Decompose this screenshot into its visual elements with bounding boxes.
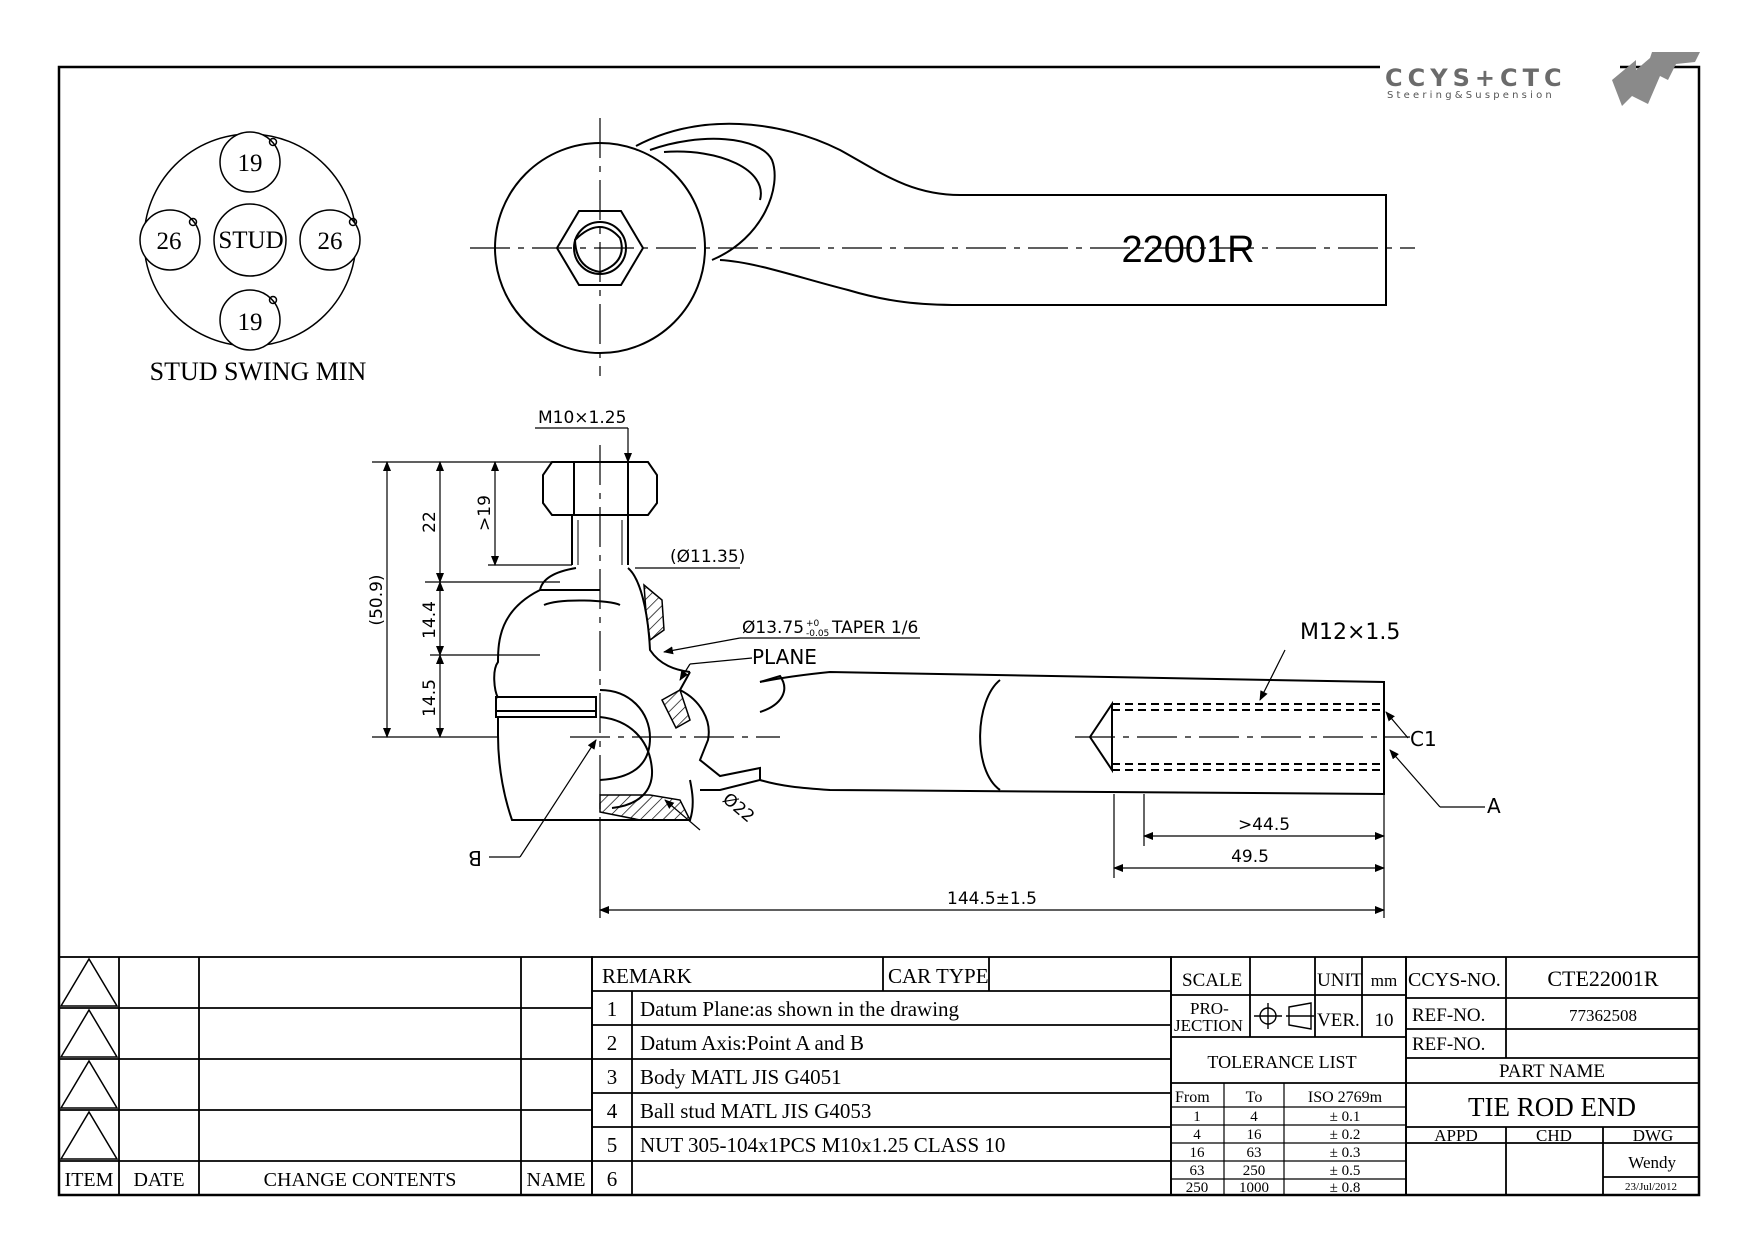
first-angle-projection-icon	[1254, 1002, 1314, 1030]
stud-swing-diagram	[139, 131, 361, 351]
projection-label: JECTION	[1174, 1016, 1243, 1035]
side-view-hatching	[599, 583, 692, 821]
stud-swing-title: STUD SWING MIN	[150, 357, 367, 386]
svg-text:CCYS+CTC: CCYS+CTC	[1385, 64, 1567, 92]
ref-no-label: REF-NO.	[1412, 1005, 1485, 1026]
part-label: 22001R	[1121, 229, 1254, 271]
tol-header-from: From	[1175, 1089, 1210, 1106]
remark-text: Ball stud MATL JIS G4053	[640, 1099, 871, 1123]
tol-header-to: To	[1246, 1089, 1263, 1106]
tol-from: 16	[1190, 1145, 1206, 1161]
ccys-no-label: CCYS-NO.	[1408, 969, 1501, 991]
remark-no: 3	[607, 1065, 618, 1089]
projection-label: PRO-	[1190, 999, 1229, 1018]
remark-text: Body MATL JIS G4051	[640, 1065, 842, 1089]
datum-plane-label: PLANE	[752, 645, 817, 669]
scale-label: SCALE	[1182, 970, 1242, 991]
tol-to: 4	[1250, 1109, 1258, 1125]
part-name-value: TIE ROD END	[1468, 1092, 1636, 1122]
swing-right-value: 26	[318, 228, 343, 255]
remark-no: 2	[607, 1031, 618, 1055]
datum-point-a: A	[1487, 794, 1501, 818]
dim-len-49: 49.5	[1231, 847, 1269, 867]
remark-header: REMARK	[602, 964, 692, 988]
dim-taper-tol-upper: +0	[806, 619, 820, 629]
revision-table	[58, 956, 593, 1196]
rev-header-name: NAME	[527, 1169, 586, 1191]
drawn-by: Wendy	[1628, 1153, 1676, 1172]
tol-value: ± 0.8	[1330, 1180, 1361, 1196]
tol-header-iso: ISO 2769m	[1308, 1089, 1383, 1106]
dim-chamfer: C1	[1410, 727, 1437, 751]
drawing-date: 23/Jul/2012	[1625, 1181, 1677, 1193]
version-label: VER.	[1317, 1010, 1360, 1031]
dim-thread-m12: M12×1.5	[1300, 620, 1400, 645]
unit-value: mm	[1371, 971, 1397, 990]
remark-no: 4	[607, 1099, 618, 1123]
side-view-centerlines	[570, 445, 1410, 848]
ref-no-value: 77362508	[1569, 1006, 1637, 1025]
dim-19: >19	[475, 495, 495, 531]
swing-center-label: STUD	[218, 227, 283, 254]
chd-label: CHD	[1536, 1126, 1572, 1145]
part-name-label: PART NAME	[1499, 1061, 1605, 1082]
dim-taper: Ø13.75	[742, 618, 804, 638]
dim-14-5: 14.5	[420, 679, 440, 717]
tol-from: 4	[1193, 1127, 1201, 1143]
ccys-no-value: CTE22001R	[1547, 966, 1659, 991]
top-view-centerlines	[470, 118, 1415, 376]
version-value: 10	[1375, 1010, 1394, 1031]
dim-dia-22: Ø22	[718, 789, 758, 827]
dim-len-144: 144.5±1.5	[947, 889, 1037, 909]
dim-22: 22	[420, 511, 440, 533]
unit-label: UNIT	[1317, 970, 1363, 991]
tol-to: 1000	[1239, 1180, 1269, 1196]
remarks-table	[591, 956, 1172, 1196]
tol-from: 63	[1190, 1163, 1205, 1179]
spec-block	[1170, 956, 1407, 1196]
logo-mark-icon	[1612, 52, 1700, 106]
tol-value: ± 0.3	[1330, 1145, 1361, 1161]
rev-header-date: DATE	[133, 1169, 184, 1191]
tol-to: 63	[1247, 1145, 1262, 1161]
tol-from: 1	[1193, 1109, 1201, 1125]
tol-value: ± 0.1	[1330, 1109, 1361, 1125]
company-logo: CCYS+CTC Steering&Suspension	[1380, 52, 1700, 106]
dim-taper-tol-lower: -0.05	[806, 629, 829, 639]
dim-overall-height: (50.9)	[367, 574, 387, 625]
side-view	[493, 461, 1385, 821]
tol-from: 250	[1186, 1180, 1209, 1196]
dim-dia-11: (Ø11.35)	[670, 547, 745, 567]
dim-stud-thread: M10×1.25	[538, 408, 626, 428]
car-type-label: CAR TYPE	[888, 964, 989, 988]
tolerance-title: TOLERANCE LIST	[1207, 1052, 1356, 1072]
title-block	[1405, 956, 1700, 1196]
dim-taper-suffix: TAPER 1/6	[831, 618, 918, 638]
dim-14-4: 14.4	[420, 601, 440, 639]
tol-to: 16	[1247, 1127, 1263, 1143]
tol-value: ± 0.2	[1330, 1127, 1361, 1143]
tol-value: ± 0.5	[1330, 1163, 1361, 1179]
rev-header-change: CHANGE CONTENTS	[264, 1169, 457, 1191]
remark-text: NUT 305-104x1PCS M10x1.25 CLASS 10	[640, 1133, 1005, 1157]
appd-label: APPD	[1434, 1126, 1477, 1145]
swing-left-value: 26	[157, 228, 182, 255]
svg-text:Steering&Suspension: Steering&Suspension	[1387, 90, 1555, 101]
dimension-lines	[372, 427, 1485, 918]
remark-no: 5	[607, 1133, 618, 1157]
rev-header-item: ITEM	[65, 1169, 114, 1191]
ref-no-label: REF-NO.	[1412, 1034, 1485, 1055]
dim-len-44: >44.5	[1238, 815, 1290, 835]
dwg-label: DWG	[1633, 1126, 1674, 1145]
remark-text: Datum Axis:Point A and B	[640, 1031, 864, 1055]
remark-text: Datum Plane:as shown in the drawing	[640, 997, 960, 1021]
datum-point-b: B	[468, 846, 482, 870]
swing-bottom-value: 19	[238, 309, 263, 336]
revision-triangle-icon	[59, 957, 119, 1160]
swing-top-value: 19	[238, 150, 263, 177]
remark-no: 1	[607, 997, 618, 1021]
remark-no: 6	[607, 1167, 618, 1191]
tol-to: 250	[1243, 1163, 1266, 1179]
